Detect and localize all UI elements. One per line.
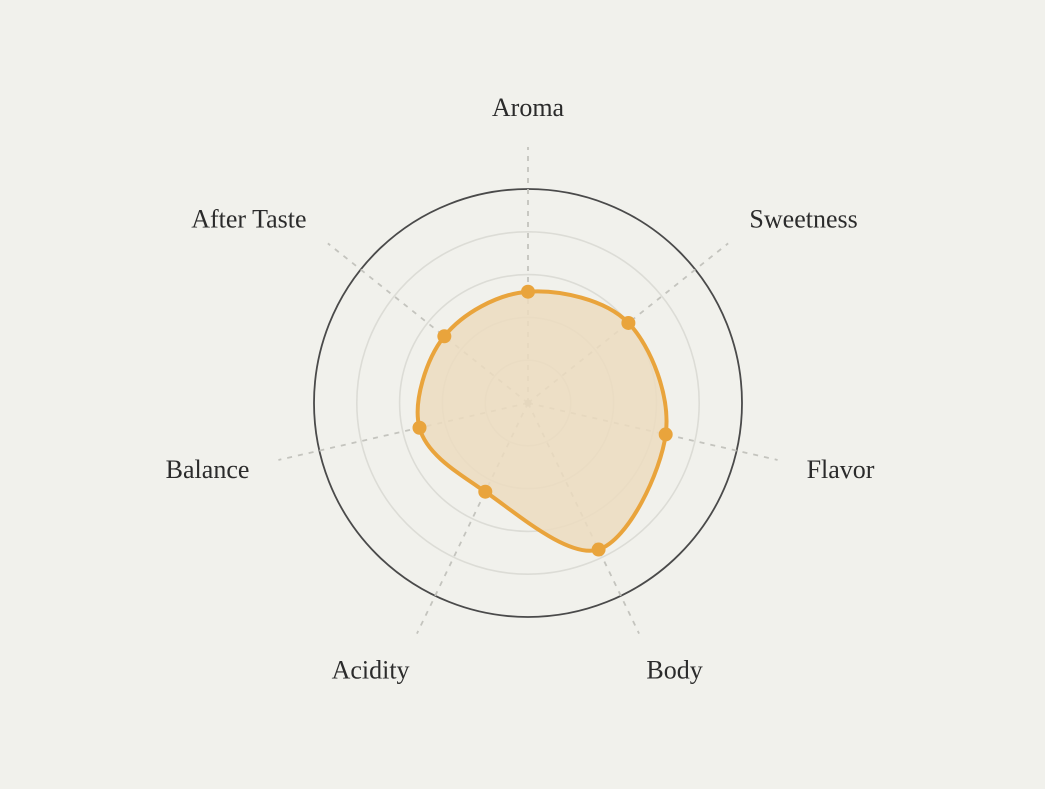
spoke-after-taste <box>327 242 529 404</box>
data-point-aroma <box>521 284 535 299</box>
spoke-sweetness <box>527 242 729 404</box>
data-point-flavor <box>658 427 673 442</box>
data-point-body <box>591 542 606 557</box>
axis-label-after-taste: After Taste <box>191 204 306 233</box>
axis-label-aroma: Aroma <box>492 93 565 122</box>
data-point-sweetness <box>621 315 636 330</box>
spoke-balance <box>278 402 529 461</box>
series-area <box>417 291 667 551</box>
data-point-after-taste <box>437 329 452 344</box>
spoke-body <box>527 402 640 635</box>
axis-label-sweetness: Sweetness <box>749 204 857 233</box>
axis-label-balance: Balance <box>166 455 250 484</box>
grid-ring-4 <box>355 231 700 575</box>
axis-label-flavor: Flavor <box>807 455 875 484</box>
axis-label-acidity: Acidity <box>332 656 410 685</box>
data-point-acidity <box>478 484 493 499</box>
spoke-acidity <box>416 402 529 635</box>
data-point-balance <box>412 420 427 435</box>
series-line <box>415 289 669 553</box>
spoke-flavor <box>527 402 778 461</box>
axis-label-body: Body <box>646 656 702 685</box>
